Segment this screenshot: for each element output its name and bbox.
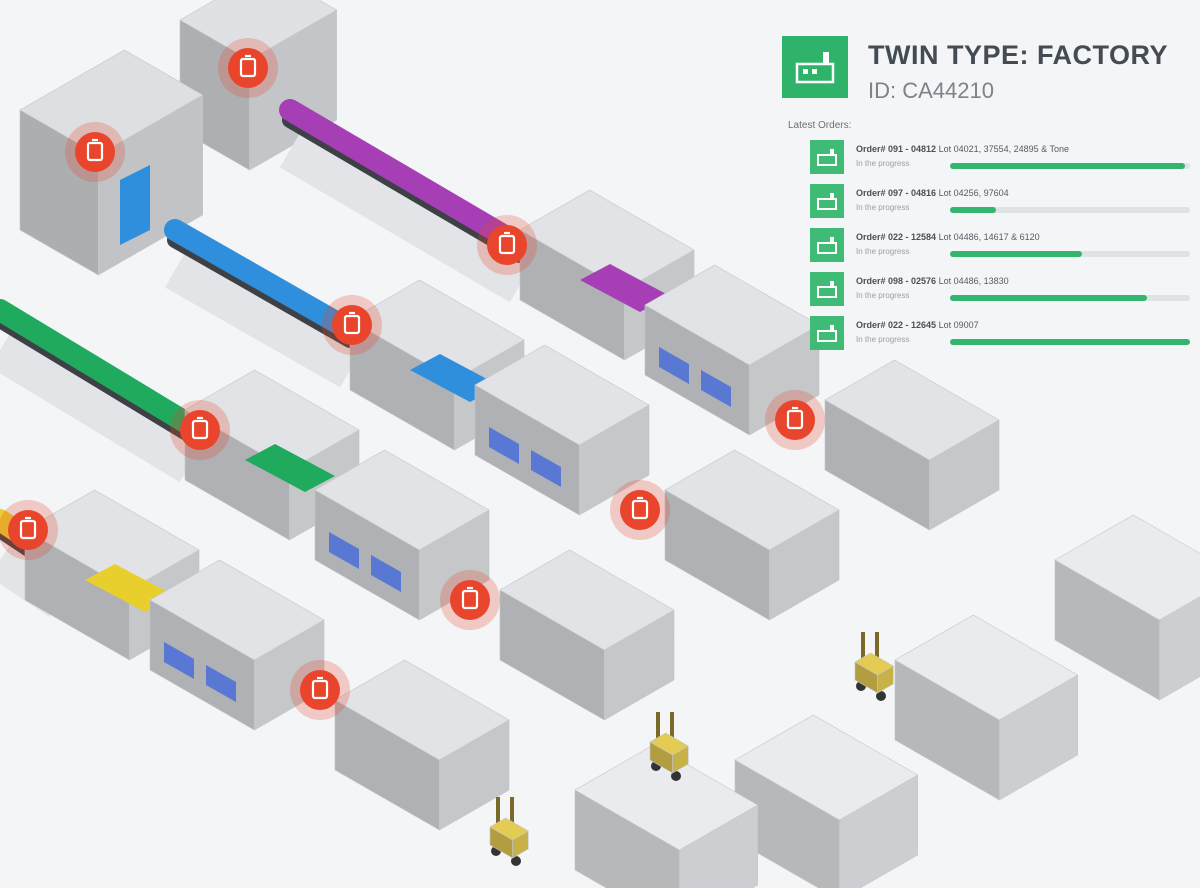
alert-icon <box>218 38 278 98</box>
packing-unit <box>894 614 1079 801</box>
order-icon <box>810 184 844 218</box>
alert-icon <box>765 390 825 450</box>
order-icon <box>810 228 844 262</box>
conveyor-base <box>0 332 201 483</box>
conveyor-belt <box>279 99 531 263</box>
progress-fill <box>950 339 1190 345</box>
order-title: Order# 022 - 12584 Lot 04486, 14617 & 61… <box>856 232 1040 242</box>
forklift-icon <box>856 632 886 701</box>
conveyor-base <box>279 132 531 303</box>
alert-icon <box>440 570 500 630</box>
machine <box>644 264 820 436</box>
packing-unit <box>1054 514 1200 701</box>
latest-orders-label: Latest Orders: <box>788 120 852 131</box>
order-progress-bar <box>950 251 1190 257</box>
order-progress-bar <box>950 207 1190 213</box>
packing-unit <box>734 714 919 888</box>
order-status: In the progress <box>856 291 910 300</box>
conveyor-belt <box>0 299 201 443</box>
factory-icon <box>782 36 848 98</box>
twin-id: ID: CA44210 <box>868 78 994 103</box>
door <box>120 165 150 245</box>
order-progress-bar <box>950 163 1190 169</box>
alert-icon <box>65 122 125 182</box>
order-row[interactable]: Order# 022 - 12645 Lot 09007 In the prog… <box>810 316 1190 352</box>
alert-icon <box>322 295 382 355</box>
product-tray <box>245 444 335 492</box>
order-progress-bar <box>950 339 1190 345</box>
progress-fill <box>950 251 1082 257</box>
product-tray <box>580 264 670 312</box>
order-status: In the progress <box>856 203 910 212</box>
twin-type-title: TWIN TYPE: FACTORY <box>868 40 1169 70</box>
order-status: In the progress <box>856 247 910 256</box>
alert-icon <box>170 400 230 460</box>
order-icon <box>810 140 844 174</box>
alert-icon <box>0 500 58 560</box>
machine <box>824 359 1000 531</box>
order-row[interactable]: Order# 091 - 04812 Lot 04021, 37554, 248… <box>810 140 1190 176</box>
machine <box>474 344 650 516</box>
machine <box>314 449 490 621</box>
machine <box>149 559 325 731</box>
order-title: Order# 098 - 02576 Lot 04486, 13830 <box>856 276 1009 286</box>
machine <box>24 489 200 661</box>
order-icon <box>810 272 844 306</box>
progress-fill <box>950 295 1147 301</box>
alert-icon <box>290 660 350 720</box>
order-row[interactable]: Order# 098 - 02576 Lot 04486, 13830 In t… <box>810 272 1190 308</box>
machine <box>499 549 675 721</box>
alert-icon <box>610 480 670 540</box>
order-icon <box>810 316 844 350</box>
order-row[interactable]: Order# 022 - 12584 Lot 04486, 14617 & 61… <box>810 228 1190 264</box>
twin-info-panel: TWIN TYPE: FACTORY ID: CA44210 Latest Or… <box>782 36 1192 356</box>
order-title: Order# 097 - 04816 Lot 04256, 97604 <box>856 188 1009 198</box>
packing-unit <box>574 744 759 888</box>
conveyor-base <box>165 252 360 388</box>
order-row[interactable]: Order# 097 - 04816 Lot 04256, 97604 In t… <box>810 184 1190 220</box>
machine <box>334 659 510 831</box>
alert-icon <box>477 215 537 275</box>
order-title: Order# 022 - 12645 Lot 09007 <box>856 320 979 330</box>
order-title: Order# 091 - 04812 Lot 04021, 37554, 248… <box>856 144 1070 154</box>
conveyor-belt <box>164 219 361 348</box>
order-status: In the progress <box>856 159 910 168</box>
order-status: In the progress <box>856 335 910 344</box>
machine <box>664 449 840 621</box>
order-progress-bar <box>950 295 1190 301</box>
progress-fill <box>950 207 996 213</box>
progress-fill <box>950 163 1186 169</box>
